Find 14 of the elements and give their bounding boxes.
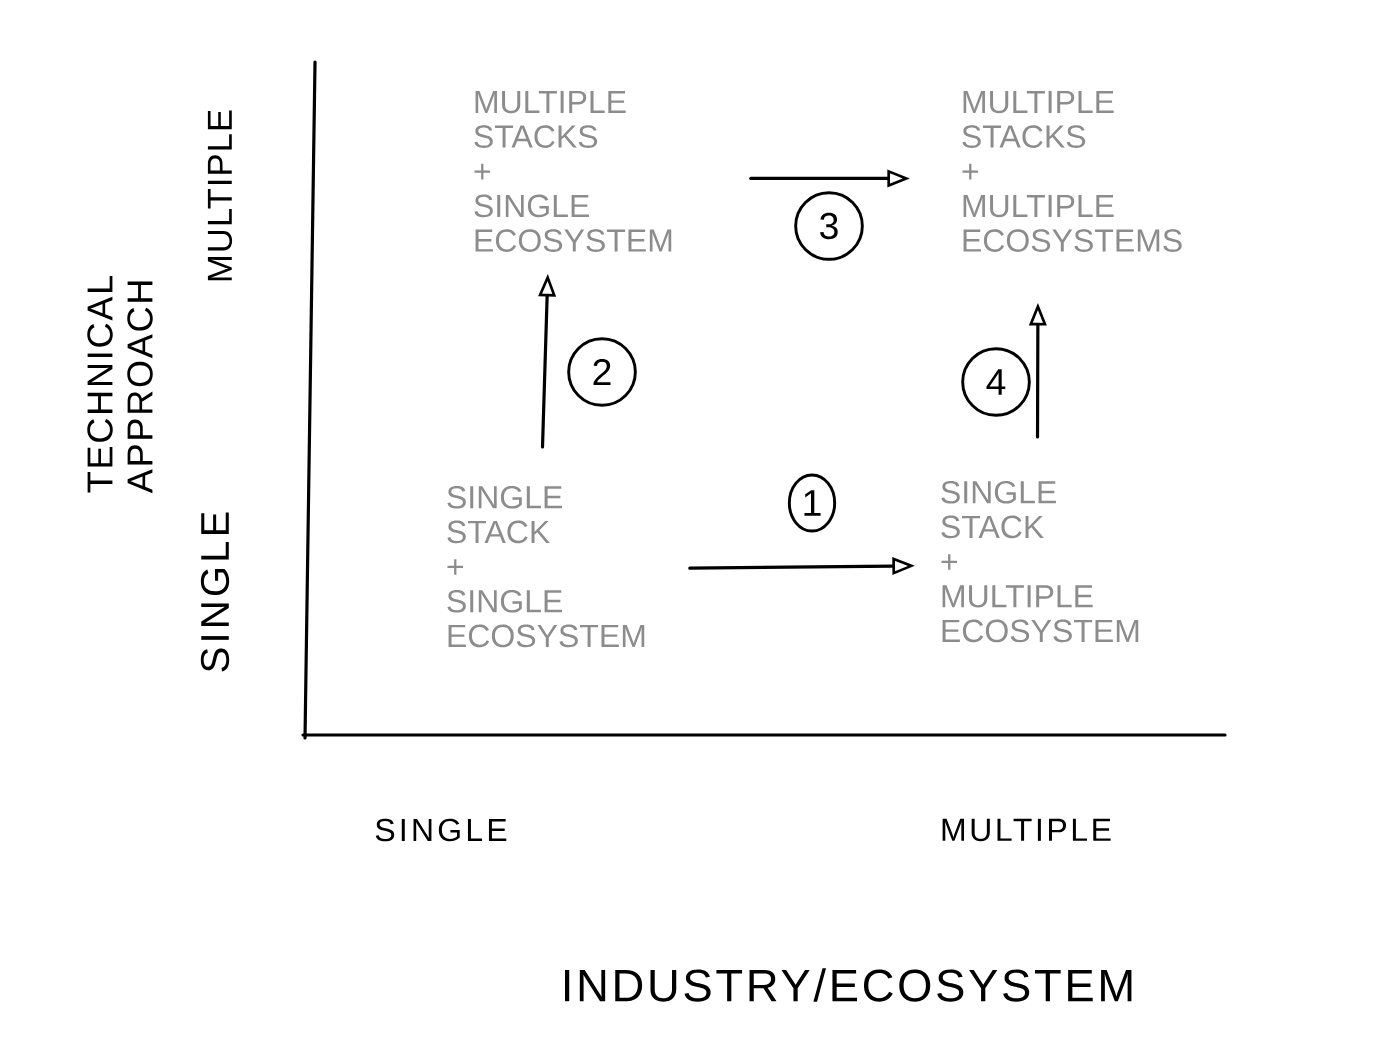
axis-label: MULTIPLE	[942, 818, 1111, 842]
quadrant-label: SINGLE STACK + SINGLE ECOSYSTEM	[447, 485, 645, 648]
axis-label: SINGLE	[375, 818, 507, 842]
quadrant-label: MULTIPLE STACKS + MULTIPLE ECOSYSTEMS	[962, 90, 1182, 252]
edge-label: 4	[961, 347, 1031, 417]
quadrant-label: SINGLE STACK + MULTIPLE ECOSYSTEM	[941, 480, 1139, 643]
edge-label: 1	[787, 473, 837, 533]
axis-label: SINGLE	[200, 512, 230, 672]
edge-label: 2	[567, 337, 637, 407]
edge-label: 3	[794, 191, 864, 261]
quadrant-label: MULTIPLE STACKS + SINGLE ECOSYSTEM	[474, 90, 672, 252]
axis-title: INDUSTRY/ECOSYSTEM	[565, 968, 1132, 1002]
axis-title: TECHNICAL APPROACH	[87, 276, 153, 494]
axis-label: MULTIPLE	[207, 110, 233, 281]
